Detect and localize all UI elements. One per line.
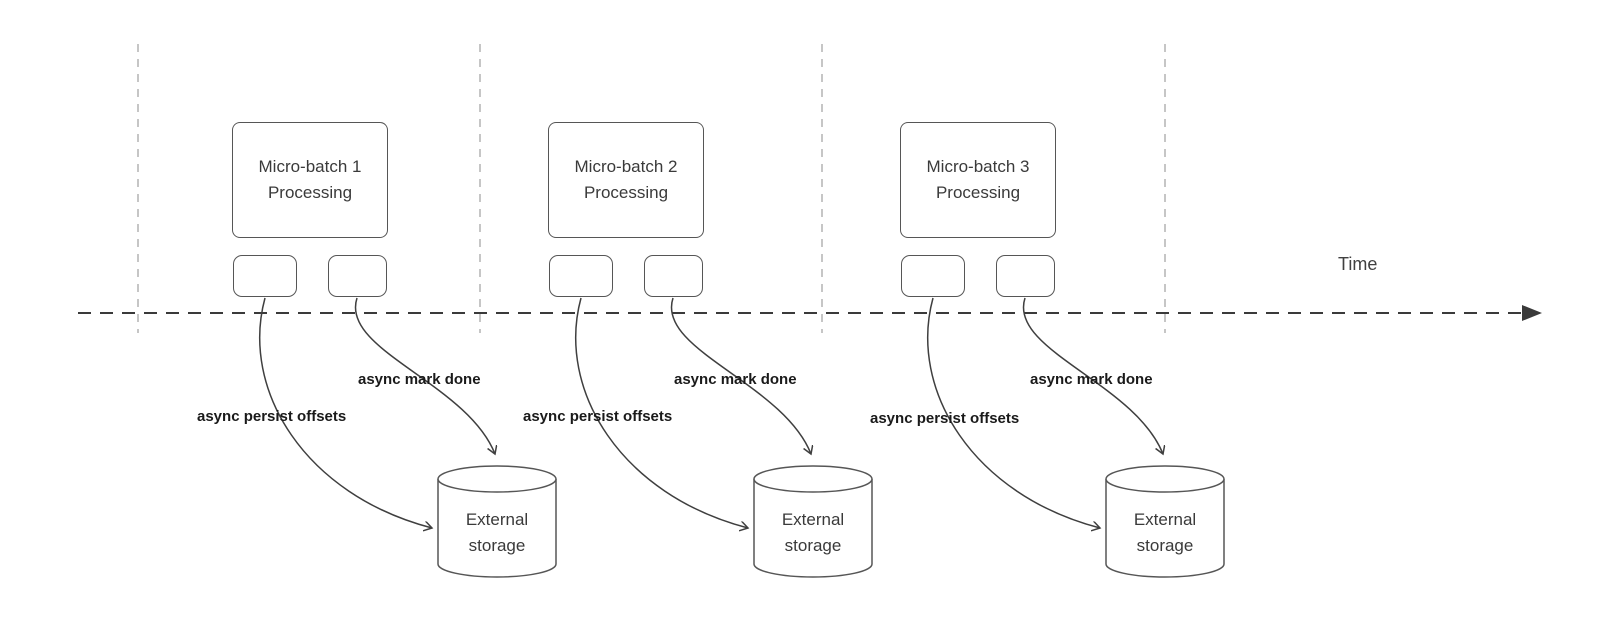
micro-batch-2-offset-task-box <box>549 255 613 297</box>
persist-offsets-label-3: async persist offsets <box>870 410 1020 427</box>
micro-batch-2-processing-box: Micro-batch 2 Processing <box>548 122 704 238</box>
external-storage-label-2: External storage <box>754 507 872 558</box>
mark-done-arrow-1 <box>354 297 495 454</box>
micro-batch-3-done-task-box <box>996 255 1055 297</box>
micro-batch-1-done-task-box <box>328 255 387 297</box>
external-storage-cylinder-2 <box>753 465 873 578</box>
external-storage-label-1: External storage <box>438 507 556 558</box>
external-storage-label-2-line1: External <box>781 510 845 529</box>
persist-offsets-label-2: async persist offsets <box>523 408 673 425</box>
external-storage-label-1-line1: External <box>465 510 529 529</box>
timeline-arrowhead-icon <box>1522 305 1542 321</box>
micro-batch-1-processing-box: Micro-batch 1 Processing <box>232 122 388 238</box>
micro-batch-3-offset-task-box <box>901 255 965 297</box>
persist-offsets-arrow-1 <box>259 297 432 528</box>
external-storage-label-1-line2: storage <box>468 535 526 555</box>
micro-batch-1-title: Micro-batch 1 <box>258 156 362 176</box>
mark-done-arrow-3 <box>1022 297 1163 454</box>
micro-batch-2-done-task-box <box>644 255 703 297</box>
mark-done-label-1: async mark done <box>358 371 481 388</box>
micro-batch-3-title: Micro-batch 3 <box>926 156 1030 176</box>
external-storage-label-3-line1: External <box>1133 510 1197 529</box>
micro-batch-1-offset-task-box <box>233 255 297 297</box>
external-storage-label-3-line2: storage <box>1136 535 1194 555</box>
external-storage-label-3: External storage <box>1106 507 1224 558</box>
external-storage-label-2-line2: storage <box>784 535 842 555</box>
micro-batch-2-subtitle: Processing <box>583 183 669 202</box>
mark-done-label-3: async mark done <box>1030 371 1153 388</box>
persist-offsets-label-1: async persist offsets <box>197 408 347 425</box>
persist-offsets-arrow-2 <box>575 297 748 528</box>
mark-done-arrow-2 <box>670 297 811 454</box>
time-axis-label: Time <box>1338 254 1378 274</box>
micro-batch-3-subtitle: Processing <box>935 183 1021 202</box>
external-storage-cylinder-3 <box>1105 465 1225 578</box>
mark-done-label-2: async mark done <box>674 371 797 388</box>
external-storage-cylinder-1 <box>437 465 557 578</box>
micro-batch-3-processing-box: Micro-batch 3 Processing <box>900 122 1056 238</box>
micro-batch-1-subtitle: Processing <box>267 183 353 202</box>
persist-offsets-arrow-3 <box>927 297 1100 528</box>
micro-batch-2-title: Micro-batch 2 <box>574 156 678 176</box>
